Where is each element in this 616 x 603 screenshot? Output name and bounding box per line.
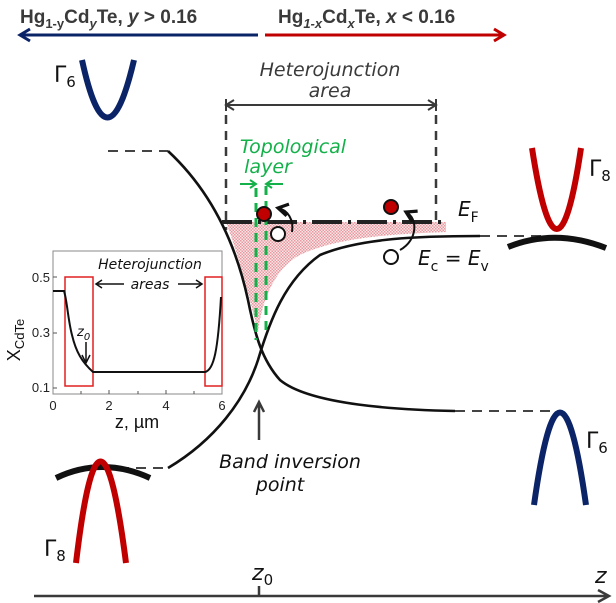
- band-inversion-arrow: [252, 399, 266, 440]
- inset-ylabel: XCdTe: [4, 319, 27, 361]
- z-axis-label: z: [594, 564, 607, 589]
- gamma8-left-heavy-band: [54, 464, 152, 481]
- inset-title-2: areas: [131, 277, 170, 293]
- inset-xlabel: z, µm: [115, 412, 159, 432]
- ec-ev-label: Ec = Ev: [418, 246, 489, 275]
- inset-heterojunction-box-left: [64, 276, 94, 387]
- gamma8-left-label: Γ8: [44, 537, 66, 565]
- topological-layer-title-2: layer: [244, 156, 293, 178]
- fermi-level-label: EF: [458, 197, 479, 226]
- left-arrow: [17, 27, 258, 43]
- band-inversion-label-2: point: [255, 474, 306, 496]
- gamma6-left-parabola: [79, 59, 137, 121]
- inset-plot: 0.5 0.3 0.1 0 2 4 6 z, µm XCdTe Heteroju…: [4, 250, 226, 432]
- gamma6-band-edge: [167, 150, 456, 413]
- z0-label: z0: [251, 561, 273, 589]
- topological-layer-width-arrow: [240, 179, 283, 189]
- electron-1: [256, 206, 272, 222]
- transition-arrow-1: [274, 202, 294, 233]
- inset-z0-label: z0: [76, 325, 90, 343]
- electron-filled-region: [226, 222, 446, 332]
- inset-xtick: 0: [49, 398, 56, 413]
- inset-frame: [52, 250, 223, 395]
- inset-ytick: 0.3: [32, 325, 50, 340]
- hole-2: [383, 249, 399, 265]
- gamma8-right-heavy-band: [506, 234, 608, 251]
- inset-ytick: 0.1: [32, 380, 50, 395]
- heterojunction-span-arrow: [224, 99, 438, 111]
- heterojunction-title-2: area: [309, 80, 352, 102]
- right-material-label: Hg1-xCdxTe, x < 0.16: [278, 7, 455, 31]
- inset-ytick: 0.5: [32, 270, 50, 285]
- inset-title-1: Heterojunction: [98, 257, 202, 273]
- gamma6-right-label: Γ6: [586, 429, 608, 457]
- z-axis: [34, 588, 612, 603]
- svg-text:Hg1-xCdxTe, x < 0.16: Hg1-xCdxTe, x < 0.16: [278, 7, 455, 31]
- heterojunction-title-1: Heterojunction: [260, 59, 401, 81]
- inset-heterojunction-box-right: [204, 276, 223, 387]
- gamma8-right-parabola: [529, 147, 584, 232]
- gamma8-left-parabola: [73, 458, 129, 564]
- band-inversion-label-1: Band inversion: [219, 451, 361, 473]
- inset-xtick: 4: [162, 398, 169, 413]
- left-material-label: Hg1-yCdyTe, y > 0.16: [20, 7, 197, 31]
- topological-layer-title-1: Topological: [240, 136, 347, 158]
- gamma8-right-label: Γ8: [589, 157, 611, 185]
- inset-composition-profile: [53, 290, 222, 373]
- inset-title-arrows: [94, 279, 204, 289]
- inset-xtick: 6: [218, 398, 225, 413]
- inset-xtick: 2: [105, 398, 112, 413]
- gamma6-left-label: Γ6: [54, 63, 76, 91]
- gamma8-band-edge: [167, 234, 481, 470]
- right-arrow: [265, 27, 507, 43]
- inset-z0-arrow: [81, 342, 91, 365]
- svg-text:Hg1-yCdyTe, y > 0.16: Hg1-yCdyTe, y > 0.16: [20, 7, 197, 31]
- transition-arrow-2: [399, 209, 418, 251]
- hole-1: [270, 226, 286, 242]
- gamma6-right-parabola: [531, 409, 589, 506]
- electron-2: [383, 199, 399, 215]
